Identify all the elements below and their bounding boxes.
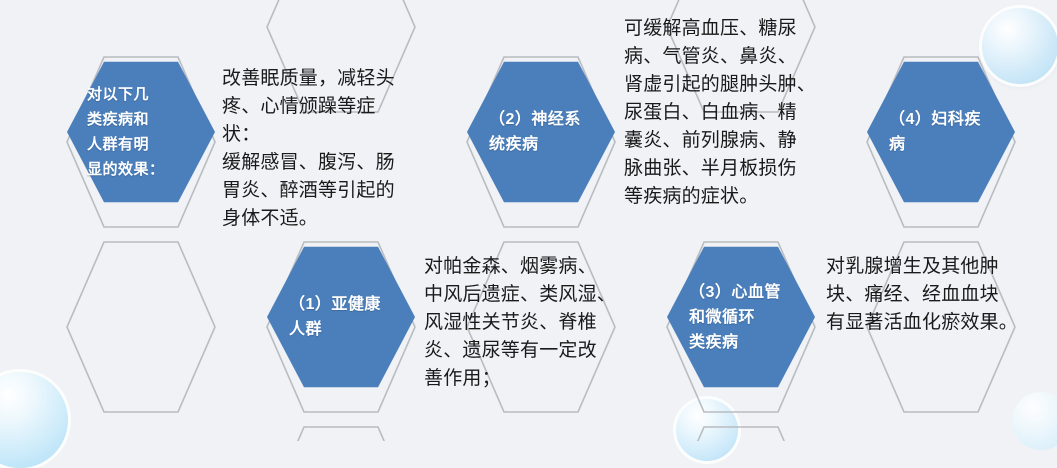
hex-node-intro[interactable]: 对以下几 类疾病和 人群有明 显的效果： — [57, 48, 225, 216]
decorative-sphere-bottom-left — [0, 372, 68, 468]
hex-label-cardiovascular: （3）心血管 和微循环 类疾病 — [689, 283, 781, 351]
note-gynecology: 对乳腺增生及其他肿 块、痛经、经血血块 有显著活血化瘀效果。 — [826, 255, 1019, 333]
hex-outline-filler-e — [66, 241, 216, 413]
hex-label-sub-health: （1）亚健康 人群 — [289, 296, 381, 338]
hex-fill-gynecology — [867, 61, 1015, 203]
hex-node-sub-health[interactable]: （1）亚健康 人群 — [257, 233, 425, 401]
hex-fill-cardiovascular — [667, 246, 815, 388]
decorative-sphere-bottom-center — [676, 399, 738, 461]
note-sub-health: 改善眠质量，减轻头 疼、心情颁躁等症状： 缓解感冒、腹泻、肠 胃炎、醉酒等引起的… — [222, 67, 395, 229]
hex-label-gynecology: （4）妇科疾 病 — [889, 111, 981, 153]
hex-outline-filler-g — [697, 426, 785, 441]
decorative-sphere-bottom-right — [1012, 392, 1057, 450]
hex-label-intro: 对以下几 类疾病和 人群有明 显的效果： — [87, 86, 165, 178]
hex-node-gynecology[interactable]: （4）妇科疾 病 — [857, 48, 1025, 216]
hex-label-nervous: （2）神经系 统疾病 — [489, 111, 581, 153]
note-nervous: 对帕金森、烟雾病、 中风后遗症、类风湿、 风湿性关节炎、脊椎 炎、遗尿等有一定改… — [424, 255, 617, 389]
hex-node-cardiovascular[interactable]: （3）心血管 和微循环 类疾病 — [657, 233, 825, 401]
hex-node-nervous[interactable]: （2）神经系 统疾病 — [457, 48, 625, 216]
note-cardiovascular: 可缓解高血压、糖尿 病、气管炎、鼻炎、 肾虚引起的腿肿头肿、 尿蛋白、白血病、精… — [624, 17, 817, 207]
hex-outline-filler-f — [297, 426, 385, 441]
